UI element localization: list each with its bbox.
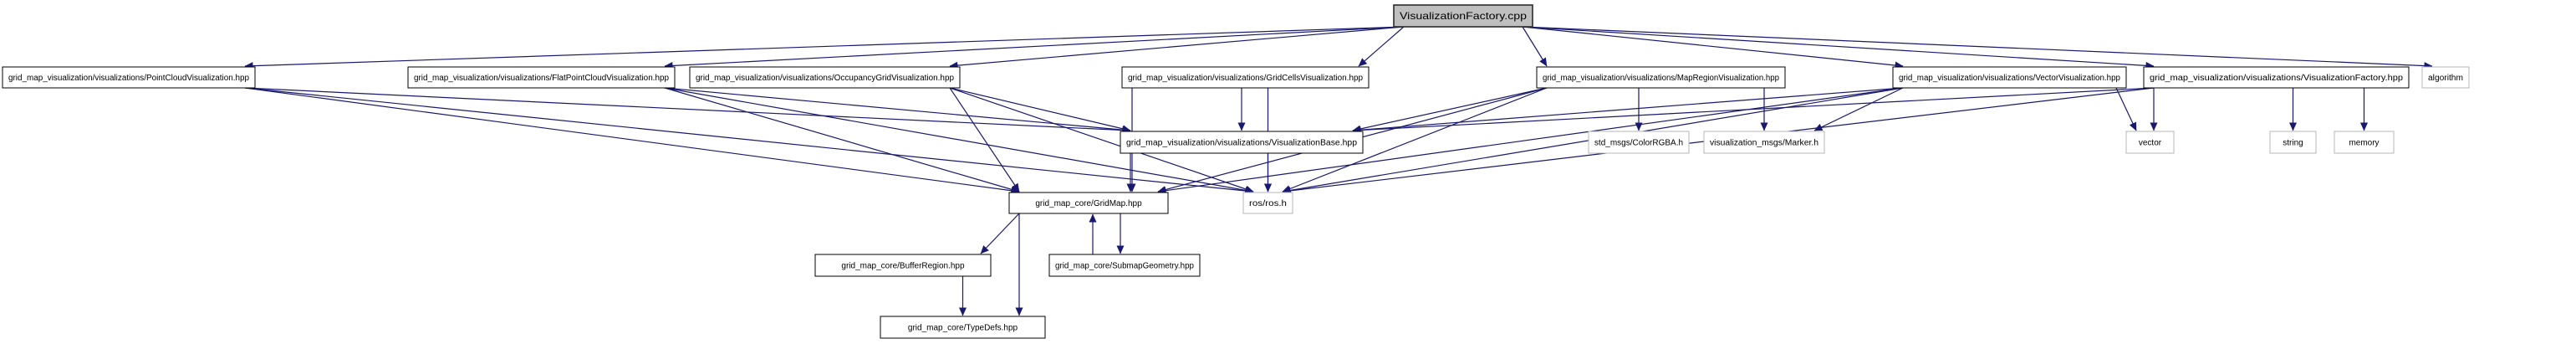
node-marker: visualization_msgs/Marker.h xyxy=(1703,131,1825,154)
edge-vectorviz-vectorstd xyxy=(2115,87,2137,131)
edge-mapregion-rosros xyxy=(1282,87,1548,193)
node-box-marker xyxy=(1703,131,1825,154)
node-factoryhpp[interactable]: grid_map_visualization/visualizations/Vi… xyxy=(2143,66,2410,89)
node-box-vectorstd xyxy=(2125,131,2175,154)
node-submapgeometry[interactable]: grid_map_core/SubmapGeometry.hpp xyxy=(1048,254,1201,277)
node-flatpointcloud[interactable]: grid_map_visualization/visualizations/Fl… xyxy=(407,66,676,89)
node-box-pointcloud[interactable] xyxy=(2,66,256,89)
node-typedefs[interactable]: grid_map_core/TypeDefs.hpp xyxy=(880,316,1046,339)
edge-occupancygrid-vizbase xyxy=(949,87,1131,133)
node-box-gridmap[interactable] xyxy=(1008,192,1169,214)
edge-mapregion-vizbase xyxy=(1352,87,1548,133)
node-pointcloud[interactable]: grid_map_visualization/visualizations/Po… xyxy=(2,66,256,89)
node-label-stringstd: string xyxy=(2283,139,2303,148)
node-box-rosros xyxy=(1242,192,1293,214)
node-gridmap[interactable]: grid_map_core/GridMap.hpp xyxy=(1008,192,1169,214)
edges-layer xyxy=(244,26,2433,316)
node-occupancygrid[interactable]: grid_map_visualization/visualizations/Oc… xyxy=(689,66,961,89)
node-memorystd: memory xyxy=(2334,131,2395,154)
edge-occupancygrid-gridmap xyxy=(949,87,1020,193)
nodes-layer: VisualizationFactory.cpp grid_map_visuali… xyxy=(2,4,2470,339)
node-label-vizbase: grid_map_visualization/visualizations/Vi… xyxy=(1126,139,1357,148)
node-box-algorithm xyxy=(2421,66,2470,89)
edge-title-occupancygrid xyxy=(949,26,1405,69)
node-algorithm: algorithm xyxy=(2421,66,2470,89)
node-label-pointcloud: grid_map_visualization/visualizations/Po… xyxy=(8,74,249,83)
node-title: VisualizationFactory.cpp xyxy=(1393,4,1533,28)
edge-vectorviz-vizbase xyxy=(1352,87,1904,134)
node-label-gridcells: grid_map_visualization/visualizations/Gr… xyxy=(1128,74,1363,83)
node-box-submapgeometry[interactable] xyxy=(1048,254,1201,277)
node-stringstd: string xyxy=(2269,131,2317,154)
edge-title-algorithm xyxy=(1522,26,2433,70)
node-colorrgba: std_msgs/ColorRGBA.h xyxy=(1588,131,1690,154)
node-box-vectorviz[interactable] xyxy=(1892,66,2127,89)
edge-title-mapregion xyxy=(1522,26,1548,67)
node-label-rosros: ros/ros.h xyxy=(1249,199,1287,208)
node-box-occupancygrid[interactable] xyxy=(689,66,961,89)
edge-pointcloud-gridmap xyxy=(244,87,1020,195)
edge-flatpointcloud-vizbase xyxy=(664,87,1131,134)
edge-vectorviz-gridmap xyxy=(1157,87,1904,195)
edge-vectorviz-marker xyxy=(1813,87,1904,131)
node-label-vectorstd: vector xyxy=(2139,139,2162,148)
node-box-typedefs[interactable] xyxy=(880,316,1046,339)
edge-factoryhpp-vizbase xyxy=(1352,87,2155,134)
node-vectorviz[interactable]: grid_map_visualization/visualizations/Ve… xyxy=(1892,66,2127,89)
edge-title-flatpointcloud xyxy=(664,26,1405,69)
node-box-vizbase[interactable] xyxy=(1120,131,1364,154)
edge-pointcloud-rosros xyxy=(244,87,1254,195)
node-box-factoryhpp[interactable] xyxy=(2143,66,2410,89)
node-label-bufferregion: grid_map_core/BufferRegion.hpp xyxy=(841,262,965,271)
edge-flatpointcloud-gridmap xyxy=(664,87,1020,193)
edge-gridmap-bufferregion xyxy=(980,213,1020,254)
node-label-flatpointcloud: grid_map_visualization/visualizations/Fl… xyxy=(414,74,669,83)
node-label-gridmap: grid_map_core/GridMap.hpp xyxy=(1035,199,1142,208)
edge-title-pointcloud xyxy=(244,26,1405,70)
node-vizbase[interactable]: grid_map_visualization/visualizations/Vi… xyxy=(1120,131,1364,154)
node-label-submapgeometry: grid_map_core/SubmapGeometry.hpp xyxy=(1055,262,1194,271)
node-label-colorrgba: std_msgs/ColorRGBA.h xyxy=(1594,139,1683,148)
node-box-mapregion[interactable] xyxy=(1536,66,1786,89)
node-box-gridcells[interactable] xyxy=(1121,66,1370,89)
node-label-memorystd: memory xyxy=(2349,139,2379,148)
node-bufferregion[interactable]: grid_map_core/BufferRegion.hpp xyxy=(814,254,992,277)
node-rosros: ros/ros.h xyxy=(1242,192,1293,214)
node-gridcells[interactable]: grid_map_visualization/visualizations/Gr… xyxy=(1121,66,1370,89)
node-label-occupancygrid: grid_map_visualization/visualizations/Oc… xyxy=(696,74,954,83)
node-box-memorystd xyxy=(2334,131,2395,154)
node-label-algorithm: algorithm xyxy=(2428,74,2463,83)
node-label-typedefs: grid_map_core/TypeDefs.hpp xyxy=(908,324,1018,333)
node-box-colorrgba xyxy=(1588,131,1690,154)
edge-title-factoryhpp xyxy=(1522,26,2155,69)
node-label-factoryhpp: grid_map_visualization/visualizations/Vi… xyxy=(2150,74,2403,83)
node-label-title: VisualizationFactory.cpp xyxy=(1400,10,1527,22)
node-label-mapregion: grid_map_visualization/visualizations/Ma… xyxy=(1543,74,1779,83)
node-mapregion[interactable]: grid_map_visualization/visualizations/Ma… xyxy=(1536,66,1786,89)
edge-title-vectorviz xyxy=(1522,26,1904,69)
node-box-flatpointcloud[interactable] xyxy=(407,66,676,89)
node-vectorstd: vector xyxy=(2125,131,2175,154)
node-label-vectorviz: grid_map_visualization/visualizations/Ve… xyxy=(1899,74,2120,83)
node-box-bufferregion[interactable] xyxy=(814,254,992,277)
node-label-marker: visualization_msgs/Marker.h xyxy=(1710,139,1819,148)
edge-pointcloud-vizbase xyxy=(244,87,1131,135)
edge-flatpointcloud-rosros xyxy=(664,87,1254,194)
node-box-stringstd xyxy=(2269,131,2317,154)
edge-title-gridcells xyxy=(1358,26,1405,67)
node-box-title xyxy=(1393,4,1533,28)
edge-occupancygrid-rosros xyxy=(949,87,1254,193)
